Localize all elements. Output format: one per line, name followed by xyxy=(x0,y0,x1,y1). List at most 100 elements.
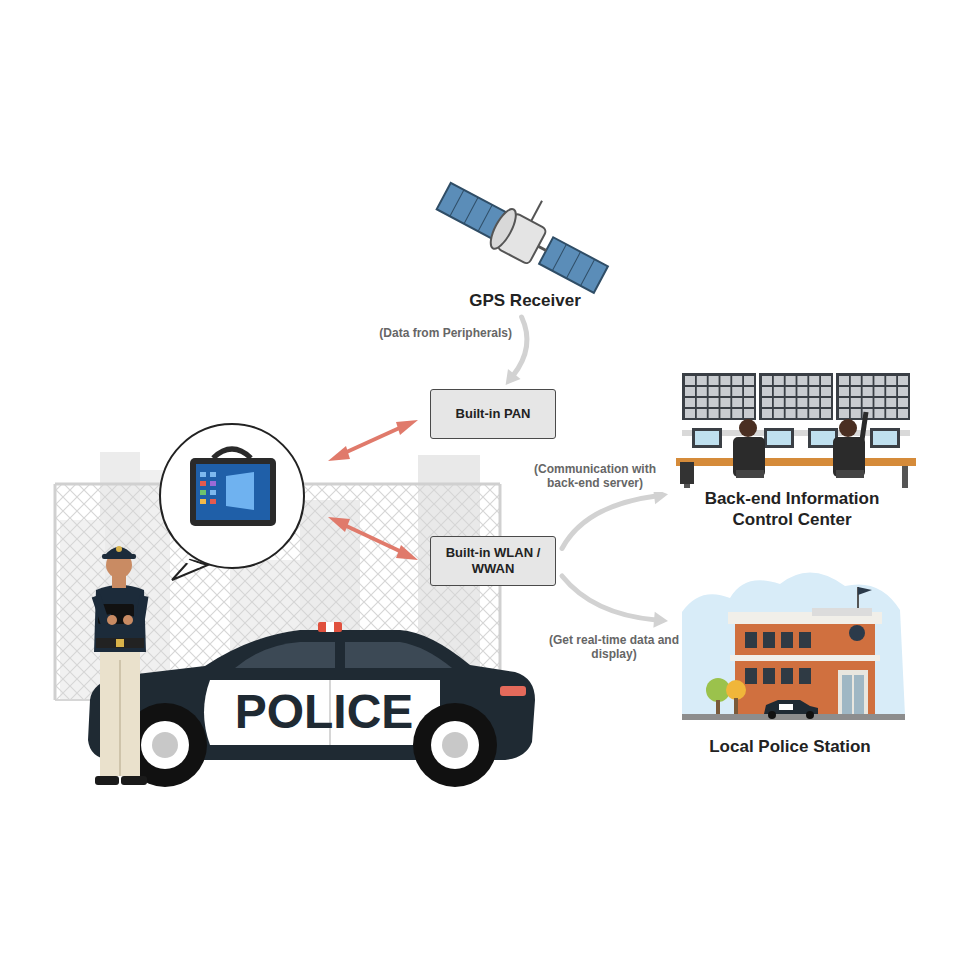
police-station-illustration-part-part xyxy=(781,632,793,648)
control-center-illustration-part xyxy=(811,431,835,445)
control-center-illustration-part-part xyxy=(886,409,896,418)
police-car-part xyxy=(235,642,335,668)
police-station-illustration-part-part xyxy=(763,668,775,684)
control-center-illustration-part-part xyxy=(886,387,896,396)
tablet-bubble-part xyxy=(210,490,216,495)
police-officer-part xyxy=(121,776,147,785)
control-center-illustration-part-part xyxy=(821,376,831,385)
control-center-illustration-part-part xyxy=(898,376,908,385)
red-double-arrow-part xyxy=(340,425,406,455)
control-center-illustration-part-part xyxy=(697,398,707,407)
control-center-illustration-part-part xyxy=(786,387,796,396)
control-center-illustration-part-part xyxy=(821,387,831,396)
police-station-illustration-part xyxy=(734,698,738,715)
control-center-illustration-part-part xyxy=(709,376,719,385)
police-officer-part xyxy=(102,554,136,559)
control-center-illustration-part-part xyxy=(732,398,742,407)
arrow-head xyxy=(506,369,521,385)
control-center-illustration-part-part xyxy=(797,409,807,418)
police-station-illustration-part-part xyxy=(763,632,775,648)
interface-box: Built-in WLAN / WWAN xyxy=(430,536,556,586)
police-officer-part xyxy=(94,585,146,652)
police-officer-part xyxy=(119,660,121,776)
arrow-line xyxy=(562,576,656,620)
control-center-illustration-part xyxy=(833,437,865,477)
satellite-icon-part-part xyxy=(478,205,492,231)
police-car-part xyxy=(345,642,452,668)
police-officer-part xyxy=(107,615,117,625)
control-center-illustration-part-part xyxy=(786,398,796,407)
satellite-icon-part-part xyxy=(531,201,542,221)
tablet-bubble-part xyxy=(226,472,254,510)
control-center-illustration-part-part xyxy=(851,398,861,407)
interface-box: Built-in PAN xyxy=(430,389,556,439)
control-center-illustration-part-part xyxy=(809,409,819,418)
police-station-illustration-part xyxy=(812,608,872,616)
police-station-illustration-part xyxy=(768,711,776,719)
tablet-bubble-part xyxy=(200,499,206,504)
control-center-illustration-part-part xyxy=(851,409,861,418)
police-station-illustration-part-part xyxy=(745,632,757,648)
tablet-bubble-part xyxy=(200,481,206,486)
control-center-illustration-part-part xyxy=(797,376,807,385)
control-center-illustration-part-part xyxy=(732,409,742,418)
control-center-illustration-part xyxy=(685,376,908,418)
control-center-illustration-part-part xyxy=(839,387,849,396)
control-center-illustration-part-part xyxy=(720,387,730,396)
control-center-illustration-part-part xyxy=(774,409,784,418)
control-center-illustration-part-part xyxy=(809,387,819,396)
police-officer-part xyxy=(100,648,140,776)
tablet-bubble-part xyxy=(210,472,216,477)
control-center-illustration-part-part xyxy=(709,387,719,396)
control-center-illustration-part-part xyxy=(697,387,707,396)
control-center-illustration-part-part xyxy=(874,376,884,385)
police-officer xyxy=(94,546,147,785)
edge-label: (Get real-time data and display) xyxy=(546,632,682,663)
control-center-illustration-part-part xyxy=(685,409,695,418)
control-center-illustration-part-part xyxy=(851,376,861,385)
control-center-illustration-part-part xyxy=(744,398,754,407)
control-center-illustration-part-part xyxy=(886,398,896,407)
tablet-bubble-part xyxy=(200,472,206,477)
gps-node: GPS Receiver xyxy=(440,165,610,311)
control-center-illustration-part-part xyxy=(774,398,784,407)
police-station-illustration-part xyxy=(735,622,875,714)
police-station-illustration-part xyxy=(716,700,720,715)
satellite-icon-part-part xyxy=(552,244,566,270)
police-station-illustration-part xyxy=(854,675,864,714)
police-station-illustration-part-part xyxy=(799,632,811,648)
chain-link-fence-part xyxy=(54,484,57,700)
control-center-illustration-part xyxy=(836,373,910,420)
control-center-illustration-part xyxy=(680,462,694,484)
control-center-illustration-part-part xyxy=(821,398,831,407)
police-officer-part xyxy=(96,638,144,648)
tablet-bubble-part xyxy=(190,458,276,526)
control-center-illustration-part-part xyxy=(874,387,884,396)
tablet-bubble-part xyxy=(184,560,200,566)
tablet-bubble-part xyxy=(160,424,304,568)
control-center-illustration-part-part xyxy=(762,376,772,385)
control-center-illustration-part xyxy=(736,470,764,478)
police-station-illustration-part xyxy=(779,704,793,710)
arrow-line xyxy=(513,317,527,376)
node-label: GPS Receiver xyxy=(423,291,628,311)
control-center-illustration-part-part xyxy=(762,398,772,407)
police-officer-part xyxy=(116,639,124,647)
control-center-illustration-part-part xyxy=(839,409,849,418)
control-center-illustration-part-part xyxy=(697,409,707,418)
control-center-illustration-part-part xyxy=(720,398,730,407)
satellite-icon-part-part xyxy=(450,190,464,216)
control-center-illustration-part-part xyxy=(809,398,819,407)
police-station-illustration-part xyxy=(806,711,814,719)
control-center-illustration-part-part xyxy=(839,398,849,407)
control-center-illustration-part-part xyxy=(839,376,849,385)
control-center-illustration-part-part xyxy=(774,387,784,396)
control-center-illustration-part-part xyxy=(797,387,807,396)
node-label: Local Police Station xyxy=(688,737,893,757)
node-label: Back-end Information Control Center xyxy=(690,489,895,530)
red-double-arrow-part xyxy=(396,545,418,560)
satellite-icon-part-part xyxy=(566,252,580,278)
police-car-part xyxy=(442,732,468,758)
police-station-illustration-part xyxy=(849,625,865,641)
